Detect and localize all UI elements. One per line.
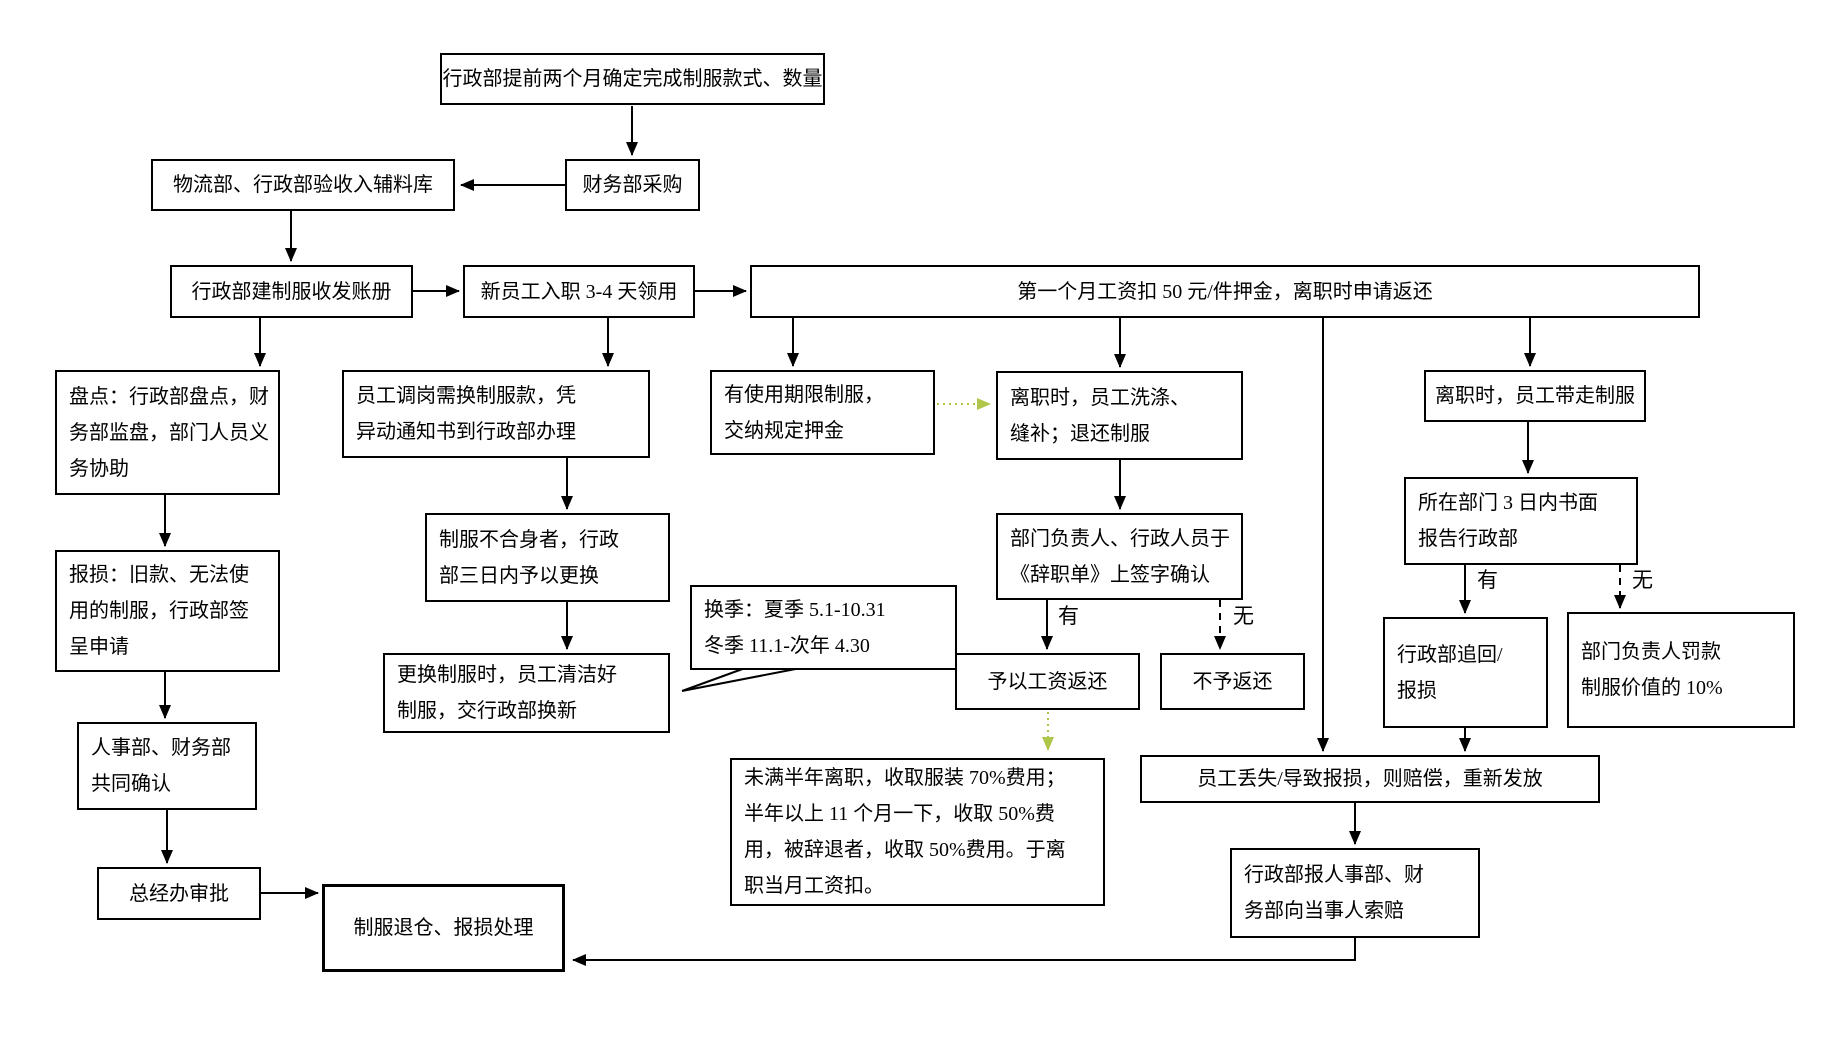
node-uniform-return-processing: 制服退仓、报损处理 — [322, 884, 565, 972]
node-fee-deduction-rules: 未满半年离职，收取服装 70%费用； 半年以上 11 个月一下，收取 50%费 … — [730, 758, 1105, 906]
node-admin-recover: 行政部追回/ 报损 — [1383, 617, 1548, 728]
node-gm-office-approval: 总经办审批 — [97, 867, 261, 920]
node-lost-compensation: 员工丢失/导致报损，则赔偿，重新发放 — [1140, 755, 1600, 803]
node-determine-style: 行政部提前两个月确定完成制服款式、数量 — [440, 53, 825, 105]
node-resign-take-uniform: 离职时，员工带走制服 — [1424, 370, 1646, 422]
node-limited-term-deposit: 有使用期限制服， 交纳规定押金 — [710, 370, 935, 455]
arrow-claim-to-return — [572, 938, 1356, 966]
node-uniform-ledger: 行政部建制服收发账册 — [170, 265, 413, 318]
edge-label-has-refund: 有 — [1058, 604, 1079, 628]
node-salary-deposit: 第一个月工资扣 50 元/件押金，离职时申请返还 — [750, 265, 1700, 318]
edge-label-no-report: 无 — [1632, 568, 1653, 592]
callout-tail — [681, 666, 807, 692]
node-clean-before-exchange: 更换制服时，员工清洁好 制服，交行政部换新 — [383, 653, 670, 733]
node-resignation-form-sign: 部门负责人、行政人员于 《辞职单》上签字确认 — [996, 513, 1243, 600]
callout-season-change: 换季：夏季 5.1-10.31 冬季 11.1-次年 4.30 — [690, 585, 957, 670]
node-resign-wash-return: 离职时，员工洗涤、 缝补；退还制服 — [996, 371, 1243, 460]
edge-label-has-report: 有 — [1477, 568, 1498, 592]
node-finance-purchase: 财务部采购 — [565, 159, 700, 211]
node-hr-finance-confirm: 人事部、财务部 共同确认 — [77, 722, 257, 810]
node-warehouse-acceptance: 物流部、行政部验收入辅料库 — [151, 159, 455, 211]
node-unfit-replacement: 制服不合身者，行政 部三日内予以更换 — [425, 513, 670, 602]
node-claim-compensation: 行政部报人事部、财 务部向当事人索赔 — [1230, 848, 1480, 938]
node-department-report-3days: 所在部门 3 日内书面 报告行政部 — [1404, 477, 1638, 565]
node-no-refund: 不予返还 — [1160, 653, 1305, 710]
edge-label-no-refund: 无 — [1233, 604, 1254, 628]
node-manager-fine-10pct: 部门负责人罚款 制服价值的 10% — [1567, 612, 1795, 728]
node-inventory-check: 盘点：行政部盘点，财 务部监盘，部门人员义 务协助 — [55, 370, 280, 495]
node-job-transfer-exchange: 员工调岗需换制服款，凭 异动通知书到行政部办理 — [342, 370, 650, 458]
node-new-employee-receive: 新员工入职 3-4 天领用 — [463, 265, 695, 318]
node-damage-report: 报损：旧款、无法使 用的制服，行政部签 呈申请 — [55, 550, 280, 672]
node-refund-with-salary: 予以工资返还 — [955, 653, 1140, 710]
